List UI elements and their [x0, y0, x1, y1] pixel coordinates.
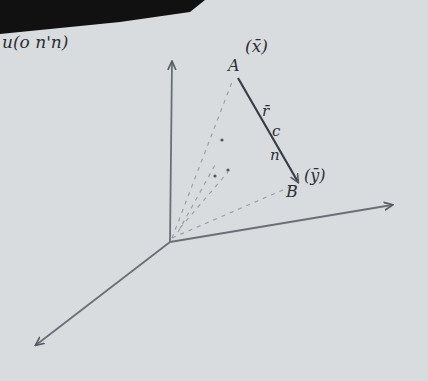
position-vectors	[172, 82, 292, 238]
point-coord: (x̄)	[245, 38, 268, 55]
x-axis	[36, 242, 170, 345]
vector-label: n	[270, 148, 280, 163]
point-label: A	[228, 58, 240, 74]
y-axis	[170, 205, 392, 242]
vector-label: r̄	[262, 104, 269, 119]
point-coord: (ȳ)	[304, 168, 326, 184]
arrow-ticks	[213, 138, 229, 177]
corner-note: u(o n'n)	[2, 34, 68, 51]
z-axis	[170, 62, 172, 242]
point-label: B	[286, 184, 298, 200]
vector-label: c	[272, 124, 280, 139]
vector-segment	[238, 78, 298, 182]
dark-corner	[0, 0, 205, 34]
